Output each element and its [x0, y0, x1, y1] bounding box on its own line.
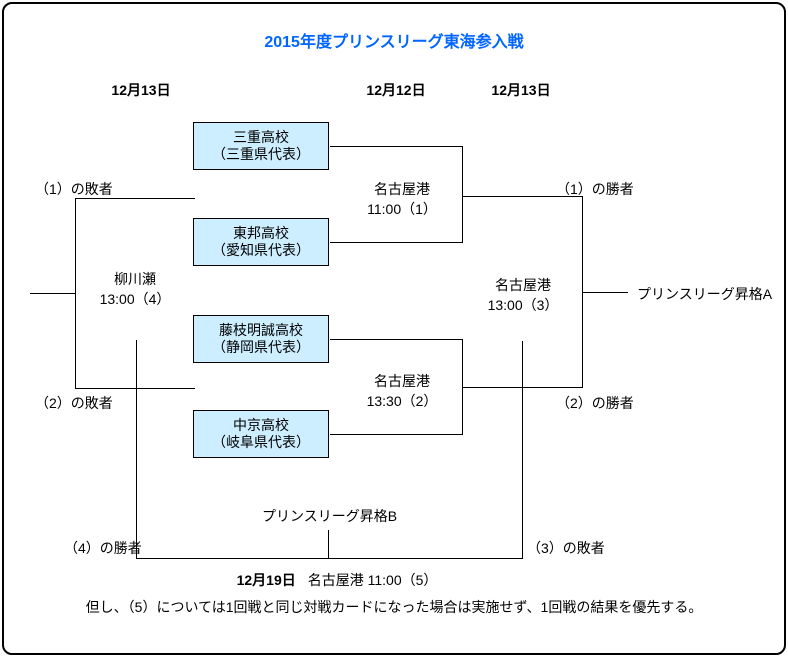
match-5-date: 12月19日	[236, 572, 296, 588]
bracket-line	[136, 558, 522, 559]
promotion-b-label: プリンスリーグ昇格B	[262, 508, 398, 524]
column-date-right: 12月13日	[491, 82, 551, 98]
team-rep: （岐阜県代表）	[212, 434, 310, 450]
team-rep: （静岡県代表）	[212, 339, 310, 355]
match-3-label: 名古屋港 13:00（3）	[488, 275, 559, 315]
match-4-label: 柳川瀬 13:00（4）	[100, 269, 171, 309]
team-box-mie: 三重高校 （三重県代表）	[193, 122, 329, 170]
team-box-toho: 東邦高校 （愛知県代表）	[193, 218, 329, 266]
winner-of-2-label: （2）の勝者	[556, 395, 634, 411]
bracket-line	[330, 242, 462, 243]
loser-of-2-label: （2）の敗者	[35, 395, 113, 411]
winner-of-4-label: （4）の勝者	[64, 540, 142, 556]
winner-of-1-label: （1）の勝者	[556, 181, 634, 197]
column-date-left: 12月13日	[111, 82, 171, 98]
team-rep: （三重県代表）	[212, 146, 310, 162]
team-rep: （愛知県代表）	[212, 242, 310, 258]
bracket-line	[136, 340, 137, 559]
team-name: 藤枝明誠高校	[219, 322, 303, 338]
match-time: 13:30（2）	[366, 393, 438, 409]
footnote: 但し、（5）については1回戦と同じ対戦カードになった場合は実施せず、1回戦の結果…	[85, 599, 703, 615]
team-name: 三重高校	[233, 129, 289, 145]
team-box-fujieda-meisei: 藤枝明誠高校 （静岡県代表）	[193, 315, 329, 363]
bracket-line	[330, 339, 462, 340]
team-name: 東邦高校	[233, 225, 289, 241]
bracket-line	[462, 146, 463, 243]
bracket-line	[75, 198, 195, 199]
bracket-line	[522, 341, 523, 559]
bracket-line	[75, 388, 195, 389]
team-box-chukyo: 中京高校 （岐阜県代表）	[193, 410, 329, 458]
bracket-line	[328, 530, 329, 558]
match-venue: 名古屋港	[374, 181, 430, 197]
match-1-label: 名古屋港 11:00（1）	[367, 179, 437, 219]
match-2-label: 名古屋港 13:30（2）	[367, 371, 438, 411]
match-time: 11:00（1）	[367, 201, 437, 217]
match-venue: 柳川瀬	[113, 271, 156, 287]
column-date-middle: 12月12日	[366, 82, 426, 98]
bracket-line	[582, 292, 628, 293]
bracket-line	[30, 293, 75, 294]
page-title: 2015年度プリンスリーグ東海参入戦	[264, 34, 524, 51]
match-venue: 名古屋港	[373, 373, 430, 389]
match-5-label: 12月19日名古屋港 11:00（5）	[237, 570, 438, 590]
team-name: 中京高校	[233, 417, 289, 433]
loser-of-3-label: （3）の敗者	[527, 540, 605, 556]
match-5-venue-time: 名古屋港 11:00（5）	[307, 572, 438, 588]
loser-of-1-label: （1）の敗者	[35, 181, 113, 197]
bracket-line	[330, 146, 462, 147]
match-venue: 名古屋港	[494, 277, 551, 293]
match-time: 13:00（4）	[99, 291, 171, 307]
promotion-a-label: プリンスリーグ昇格A	[637, 286, 773, 302]
match-time: 13:00（3）	[487, 297, 559, 313]
bracket-line	[75, 198, 76, 389]
bracket-line	[462, 196, 582, 197]
bracket-line	[330, 434, 462, 435]
